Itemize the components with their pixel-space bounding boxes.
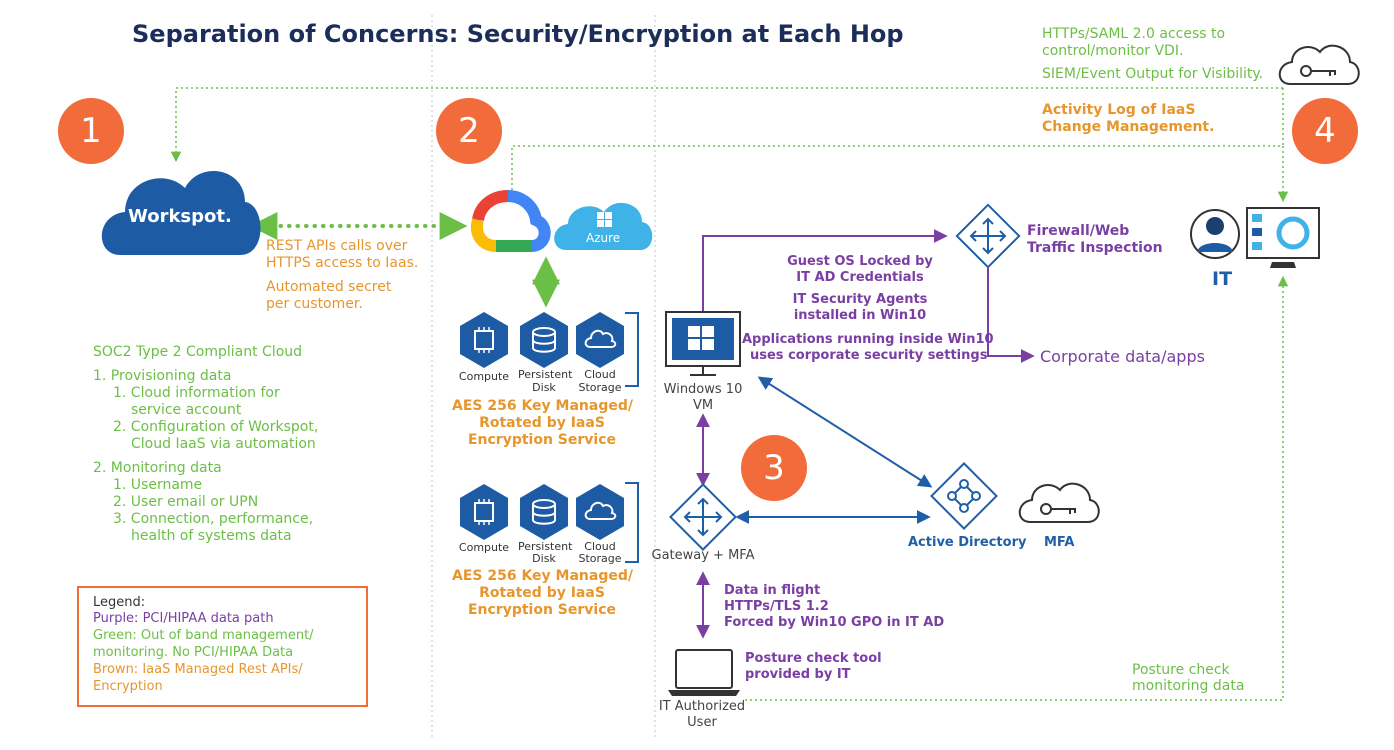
active-directory-label: Active Directory	[908, 535, 1027, 550]
cloud-storage-label: Cloud	[584, 540, 616, 553]
aes-text-2b: Rotated by IaaS	[479, 585, 605, 601]
gateway-router-icon	[669, 483, 737, 551]
cloud-key-icon	[1278, 44, 1360, 85]
corporate-data-label: Corporate data/apps	[1040, 347, 1205, 366]
page-title: Separation of Concerns: Security/Encrypt…	[132, 20, 904, 48]
secret-text: Automated secret	[266, 279, 392, 295]
step-4-badge: 4	[1292, 98, 1358, 164]
vm-firewall-path	[702, 229, 948, 312]
inflight-text: Data in flight	[724, 583, 821, 598]
storage-bracket-2	[625, 482, 639, 563]
agents-text: IT Security Agents	[792, 292, 928, 307]
user-label-2: User	[687, 715, 717, 730]
aes-text-1c: Encryption Service	[467, 432, 617, 448]
firewall-corporate-path	[987, 268, 1035, 363]
firewall-label: Firewall/Web	[1027, 223, 1130, 239]
cloud-storage-label-2: Storage	[578, 381, 622, 394]
cloud-storage-label: Cloud	[584, 368, 616, 381]
storage-bracket-1	[625, 312, 639, 387]
activity-log-text: Activity Log of IaaS	[1042, 102, 1196, 118]
rest-api-text-2: HTTPS access to Iaas.	[266, 255, 419, 271]
disk-label-2: Disk	[532, 381, 556, 394]
legend-purple: Purple: PCI/HIPAA data path	[93, 611, 274, 626]
legend-brown: Brown: IaaS Managed Rest APIs/	[93, 662, 303, 677]
aes-text-1: AES 256 Key Managed/	[452, 398, 633, 414]
firewall-label-2: Traffic Inspection	[1027, 240, 1163, 256]
activity-log-text-2: Change Management.	[1042, 119, 1215, 135]
storage-hex-icon-1	[576, 312, 624, 368]
soc-line: 1. Provisioning data	[93, 368, 232, 384]
soc-heading: SOC2 Type 2 Compliant Cloud	[93, 344, 303, 360]
workspot-cloud-icon	[101, 171, 261, 255]
step-1-badge: 1	[58, 98, 124, 164]
gateway-label: Gateway + MFA	[651, 548, 755, 563]
guest-os-text: Guest OS Locked by	[787, 254, 933, 269]
aes-text-2: AES 256 Key Managed/	[452, 568, 633, 584]
rest-api-text: REST APIs calls over	[266, 238, 408, 254]
active-directory-icon	[930, 462, 998, 530]
activity-path	[511, 145, 1289, 203]
https-saml-text: HTTPs/SAML 2.0 access to	[1042, 26, 1226, 42]
azure-cloud-icon	[554, 202, 653, 250]
it-admin-icon	[1190, 207, 1320, 268]
vm-label-2: VM	[692, 398, 714, 413]
disk-label: Persistent	[518, 540, 573, 553]
workspot-logo-text: Workspot.	[128, 206, 232, 227]
step-2-badge: 2	[436, 98, 502, 164]
disk-label: Persistent	[518, 368, 573, 381]
compute-label: Compute	[458, 541, 510, 554]
legend-green: Green: Out of band management/	[93, 628, 314, 643]
firewall-router-icon	[955, 203, 1021, 269]
compute-label: Compute	[458, 370, 510, 383]
siem-path	[170, 87, 1283, 163]
soc-line: 2. User email or UPN	[113, 494, 259, 510]
posture-monitor-text: Posture check	[1132, 662, 1230, 678]
mfa-label: MFA	[1044, 535, 1075, 550]
soc-line: 1. Username	[113, 477, 203, 493]
soc-line: health of systems data	[131, 528, 292, 544]
agents-text-2: installed in Win10	[793, 308, 927, 323]
windows-monitor-icon	[665, 311, 741, 376]
apps-text-2: uses corporate security settings	[750, 348, 988, 363]
laptop-icon	[668, 649, 740, 696]
azure-label: Azure	[586, 231, 621, 245]
guest-os-text-2: IT AD Credentials	[796, 270, 924, 285]
posture-tool-text: Posture check tool	[745, 651, 882, 666]
mfa-key-icon	[1018, 482, 1100, 523]
step-3-badge: 3	[741, 435, 807, 501]
compute-hex-icon-2	[460, 484, 508, 540]
it-label: IT	[1212, 268, 1233, 290]
posture-monitor-text-2: monitoring data	[1132, 678, 1245, 694]
disk-hex-icon-1	[520, 312, 568, 368]
storage-hex-icon-2	[576, 484, 624, 540]
https-saml-text-2: control/monitor VDI.	[1042, 43, 1184, 59]
cloud-storage-label-2: Storage	[578, 552, 622, 565]
disk-label-2: Disk	[532, 552, 556, 565]
vm-ad-path	[757, 376, 933, 488]
legend-box	[77, 586, 368, 707]
inflight-text-2: HTTPs/TLS 1.2	[724, 599, 829, 614]
secret-text-2: per customer.	[266, 296, 363, 312]
user-label: IT Authorized	[658, 699, 746, 714]
aes-text-1b: Rotated by IaaS	[479, 415, 605, 431]
soc-line: Cloud IaaS via automation	[131, 436, 316, 452]
vm-label: Windows 10	[663, 382, 743, 397]
compute-hex-icon-1	[460, 312, 508, 368]
soc-line: service account	[131, 402, 242, 418]
soc-line: 3. Connection, performance,	[113, 511, 314, 527]
apps-text: Applications running inside Win10	[742, 332, 994, 347]
soc-line: 1. Cloud information for	[113, 385, 280, 401]
soc-line: 2. Monitoring data	[93, 460, 222, 476]
aes-text-2c: Encryption Service	[467, 602, 617, 618]
legend-title: Legend:	[93, 595, 146, 610]
posture-tool-text-2: provided by IT	[745, 667, 851, 682]
disk-hex-icon-2	[520, 484, 568, 540]
legend-green-2: monitoring. No PCI/HIPAA Data	[93, 645, 294, 660]
siem-text: SIEM/Event Output for Visibility.	[1042, 66, 1264, 82]
inflight-text-3: Forced by Win10 GPO in IT AD	[724, 615, 945, 630]
google-cloud-icon	[471, 190, 551, 252]
soc-line: 2. Configuration of Workspot,	[113, 419, 319, 435]
legend-brown-2: Encryption	[93, 679, 163, 694]
